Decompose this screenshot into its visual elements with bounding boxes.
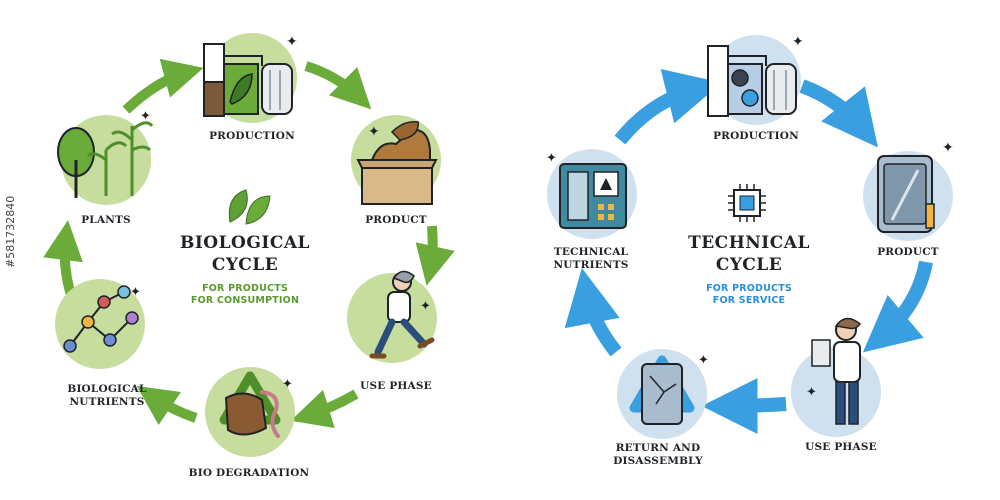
stock-id-label: #581732840	[4, 195, 17, 268]
arrow-tech-nutrients-to-production	[614, 68, 722, 145]
tech-nutrients-label: TECHNICAL NUTRIENTS	[536, 246, 646, 272]
bio-subtitle-line1: FOR PRODUCTS	[202, 283, 288, 294]
bio-nutrients-line1: BIOLOGICAL	[67, 383, 147, 395]
technical-use-phase-person-icon: ✦	[791, 317, 881, 437]
tech-subtitle: FOR PRODUCTS FOR SERVICE	[674, 283, 824, 307]
tech-return-label: RETURN AND DISASSEMBLY	[598, 442, 718, 468]
technical-cycle-arrows	[564, 68, 933, 434]
tech-title-line1: TECHNICAL	[688, 233, 810, 253]
production-factory-icon: ✦	[203, 33, 298, 123]
arrow-use-phase-to-bio-degradation	[290, 389, 359, 429]
plants-label: PLANTS	[81, 214, 131, 226]
arrow-production-to-product	[304, 61, 372, 110]
technical-nutrients-circuit-icon: ✦	[546, 149, 637, 239]
arrow-tech-product-to-use-phase	[862, 260, 933, 353]
tech-subtitle-line2: FOR SERVICE	[712, 295, 786, 306]
svg-text:✦: ✦	[420, 299, 431, 314]
technical-production-factory-icon: ✦	[707, 34, 804, 125]
tech-production-label: PRODUCTION	[713, 130, 799, 142]
arrow-tech-use-phase-to-return	[701, 377, 787, 434]
svg-text:✦: ✦	[806, 385, 817, 400]
biological-nutrients-molecule-icon: ✦	[55, 279, 145, 369]
arrow-product-to-use-phase	[415, 225, 455, 286]
svg-text:✦: ✦	[140, 109, 151, 124]
svg-text:✦: ✦	[368, 124, 380, 140]
bio-use-phase-label: USE PHASE	[360, 380, 432, 392]
svg-text:✦: ✦	[942, 140, 954, 156]
arrow-bio-degradation-to-nutrients	[136, 385, 198, 426]
tech-title: TECHNICAL CYCLE	[664, 232, 834, 276]
svg-text:✦: ✦	[792, 34, 804, 50]
svg-text:✦: ✦	[698, 353, 709, 368]
tech-title-line2: CYCLE	[715, 255, 783, 275]
bio-title-line1: BIOLOGICAL	[179, 233, 311, 253]
tech-return-line1: RETURN AND	[615, 442, 701, 454]
tech-return-line2: DISASSEMBLY	[613, 455, 703, 467]
bio-title-line2: CYCLE	[211, 255, 279, 275]
tech-use-phase-label: USE PHASE	[805, 441, 877, 453]
svg-text:✦: ✦	[130, 285, 141, 300]
bio-production-label: PRODUCTION	[209, 130, 295, 142]
arrow-nutrients-to-plants	[43, 220, 83, 300]
plants-icon: ✦	[57, 109, 154, 205]
bio-product-label: PRODUCT	[365, 214, 427, 226]
bio-degradation-label: BIO DEGRADATION	[188, 467, 310, 479]
bio-degradation-recycle-icon: ✦	[205, 367, 295, 457]
chip-icon	[728, 184, 766, 222]
use-phase-person-icon: ✦	[347, 270, 437, 363]
svg-text:✦: ✦	[546, 151, 557, 166]
bio-subtitle: FOR PRODUCTS FOR CONSUMPTION	[170, 283, 320, 307]
bio-nutrients-line2: NUTRIENTS	[69, 396, 145, 408]
arrow-plants-to-production	[122, 58, 204, 114]
svg-text:✦: ✦	[282, 377, 293, 392]
arrow-tech-production-to-product	[799, 79, 878, 148]
tech-product-label: PRODUCT	[877, 246, 939, 258]
tech-nutrients-line2: NUTRIENTS	[553, 259, 629, 271]
technical-product-phone-icon: ✦	[863, 140, 954, 241]
arrow-tech-return-to-nutrients	[564, 267, 622, 357]
bio-subtitle-line2: FOR CONSUMPTION	[190, 295, 300, 306]
tech-subtitle-line1: FOR PRODUCTS	[706, 283, 792, 294]
tech-nutrients-line1: TECHNICAL	[553, 246, 629, 258]
bio-title: BIOLOGICAL CYCLE	[160, 232, 330, 276]
product-shoe-box-icon: ✦	[351, 115, 441, 205]
leaves-icon	[228, 189, 271, 225]
return-disassembly-recycle-icon: ✦	[617, 349, 709, 439]
bio-nutrients-label: BIOLOGICAL NUTRIENTS	[52, 383, 162, 409]
svg-text:✦: ✦	[286, 34, 298, 50]
